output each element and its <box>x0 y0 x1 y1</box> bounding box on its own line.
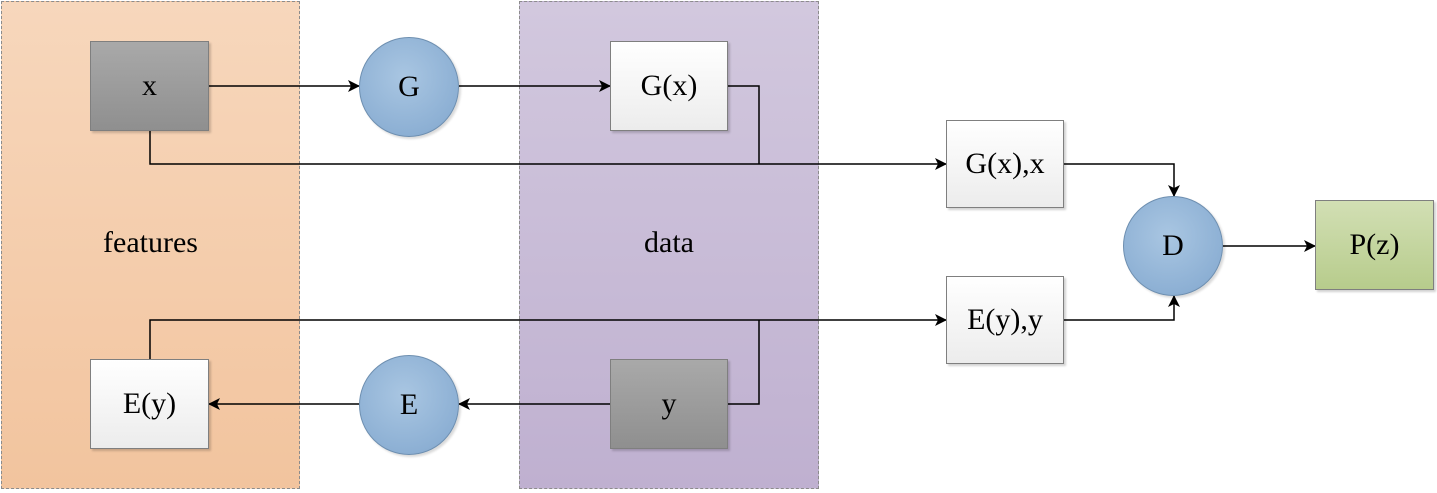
edge-x-to-gxx <box>149 131 947 170</box>
node-encoder-e: E <box>359 355 459 455</box>
edge-gx-to-merge <box>728 85 760 164</box>
node-x: x <box>90 41 209 131</box>
node-e-of-y: E(y) <box>90 359 209 449</box>
node-generator-g: G <box>359 37 459 137</box>
data-label: data <box>644 226 694 259</box>
edge-ey-to-eyy <box>149 314 947 359</box>
node-y: y <box>610 359 728 449</box>
node-e-of-y-pair: E(y),y <box>946 276 1064 364</box>
edge-eyy-to-d <box>1064 295 1180 321</box>
node-discriminator-d: D <box>1123 196 1223 296</box>
node-p-of-z: P(z) <box>1315 200 1434 290</box>
node-g-of-x-pair: G(x),x <box>946 120 1064 208</box>
edge-gxx-to-d <box>1064 163 1180 197</box>
edge-y-to-merge <box>728 320 760 405</box>
node-g-of-x: G(x) <box>610 41 728 131</box>
features-label: features <box>103 226 198 259</box>
